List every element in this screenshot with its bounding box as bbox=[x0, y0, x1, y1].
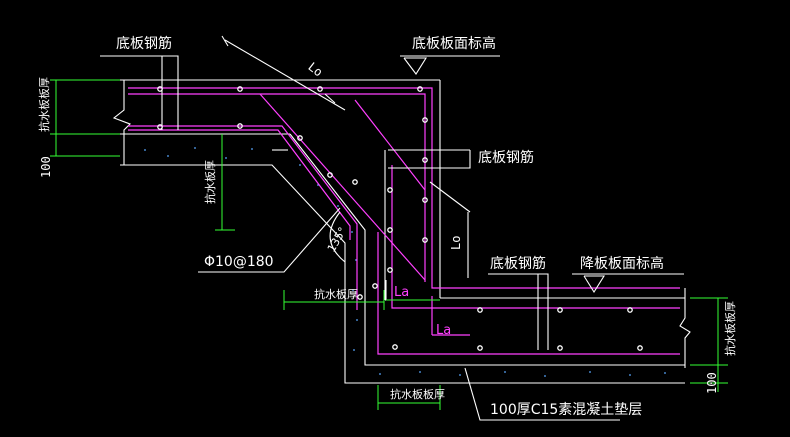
label-bottom-slab-elevation: 底板板面标高 bbox=[412, 35, 496, 52]
label-cushion-layer: 100厚C15素混凝土垫层 bbox=[490, 402, 642, 418]
label-dim-100-right: 100 bbox=[705, 372, 719, 394]
label-lowered-slab-elevation: 降板板面标高 bbox=[580, 255, 664, 272]
label-waterproof-thickness-mid: 抗水板厚 bbox=[203, 160, 217, 204]
label-bottom-rebar-3: 底板钢筋 bbox=[490, 255, 546, 272]
dimension-lines bbox=[50, 79, 728, 410]
label-bottom-rebar-1: 底板钢筋 bbox=[116, 35, 172, 52]
label-la-lower: La bbox=[436, 323, 451, 338]
label-lo-mid: Lo bbox=[449, 236, 463, 250]
label-lo-top: Lo bbox=[305, 60, 325, 80]
rebar-sections bbox=[157, 86, 643, 351]
label-dim-100-left: 100 bbox=[39, 156, 53, 178]
label-bottom-rebar-2: 底板钢筋 bbox=[478, 149, 534, 166]
leader-lines bbox=[100, 35, 684, 421]
label-waterproof-thickness-base: 抗水板板厚 bbox=[390, 387, 445, 401]
label-waterproof-thickness-bottom: 抗水板厚 bbox=[314, 287, 358, 301]
label-rebar-spec: Φ10@180 bbox=[204, 254, 274, 270]
cushion-hatch bbox=[144, 147, 666, 377]
label-waterproof-thickness-right: 抗水板板厚 bbox=[723, 301, 737, 356]
rebar bbox=[128, 87, 680, 355]
label-angle: 135° bbox=[325, 225, 350, 254]
label-waterproof-thickness-left: 抗水板板厚 bbox=[37, 77, 51, 132]
label-la-upper: La bbox=[394, 285, 409, 300]
